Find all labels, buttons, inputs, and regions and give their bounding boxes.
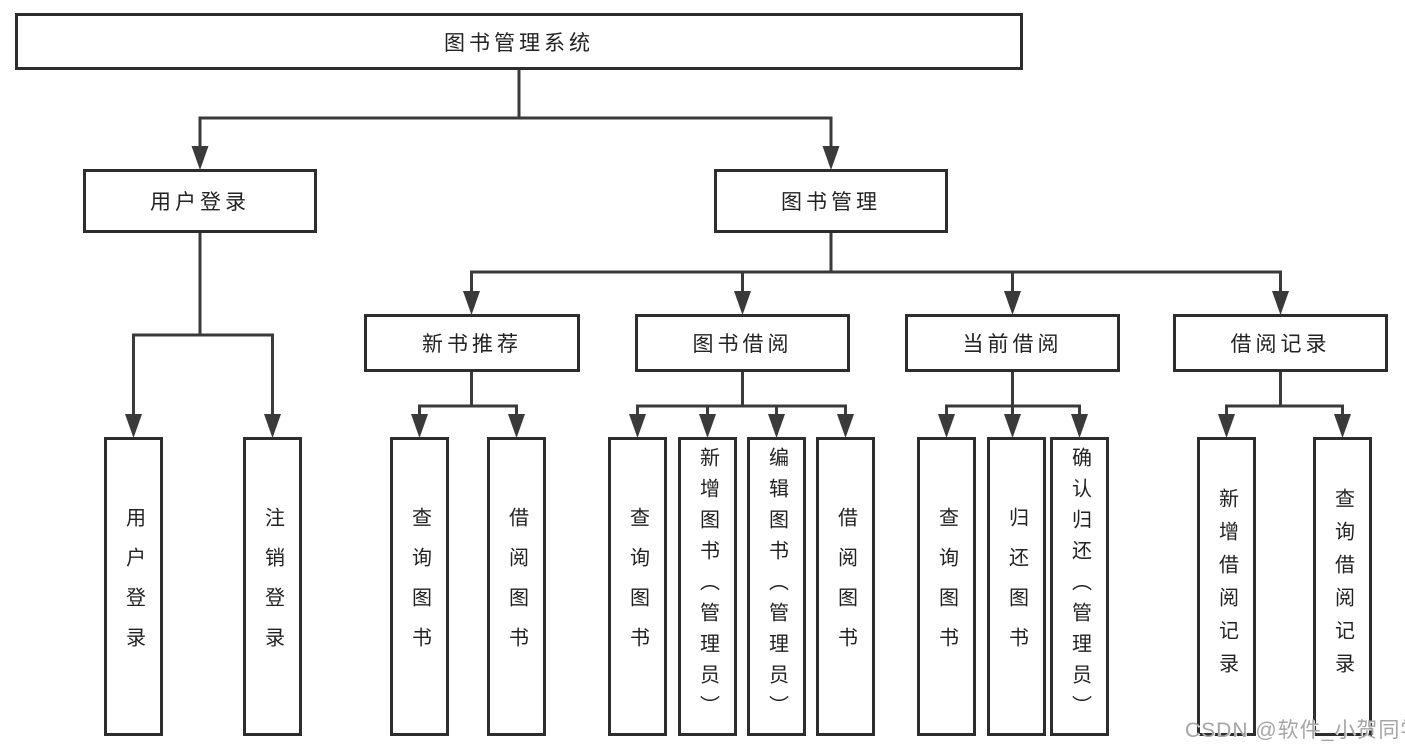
node-label: 新书推荐	[422, 333, 522, 356]
node-leaf-logout: 注销登录	[243, 437, 302, 736]
node-label: 查询图书	[408, 506, 431, 667]
node-label: 图书管理系统	[444, 31, 594, 55]
node-label: 归还图书	[1005, 506, 1028, 667]
node-label: 查询图书	[935, 506, 958, 667]
watermark: CSDN @软件_小贺同学	[1185, 719, 1405, 742]
node-label: 新增借阅记录	[1215, 487, 1238, 686]
node-leaf-confirm-return-admin: 确认归还（管理员）	[1050, 437, 1109, 736]
node-label: 注销登录	[261, 506, 284, 667]
node-label: 当前借阅	[962, 333, 1063, 356]
node-label: 借阅记录	[1230, 333, 1331, 356]
node-label: 借阅图书	[505, 506, 528, 667]
node-label: 用户登录	[122, 506, 145, 667]
node-label: 图书管理	[781, 191, 881, 214]
node-label: 查询借阅记录	[1331, 487, 1354, 686]
node-book-borrowing: 图书借阅	[635, 314, 850, 372]
node-user-login: 用户登录	[83, 169, 317, 233]
node-label: 新增图书（管理员）	[696, 447, 719, 726]
node-label: 用户登录	[150, 191, 250, 214]
node-leaf-add-borrow-record: 新增借阅记录	[1197, 437, 1256, 736]
node-label: 确认归还（管理员）	[1068, 447, 1091, 726]
node-leaf-borrow-books-borrowing: 借阅图书	[816, 437, 875, 736]
node-book-management: 图书管理	[714, 169, 948, 233]
node-leaf-query-books-recommend: 查询图书	[390, 437, 449, 736]
node-new-book-recommendation: 新书推荐	[364, 314, 580, 372]
node-current-borrowing: 当前借阅	[905, 314, 1120, 372]
node-leaf-query-books-borrowing: 查询图书	[608, 437, 667, 736]
node-leaf-add-books-admin: 新增图书（管理员）	[678, 437, 737, 736]
node-label: 查询图书	[626, 506, 649, 667]
node-leaf-query-books-current: 查询图书	[917, 437, 976, 736]
node-leaf-query-borrow-record: 查询借阅记录	[1313, 437, 1372, 736]
node-library-management-system: 图书管理系统	[15, 13, 1023, 70]
node-leaf-return-books: 归还图书	[987, 437, 1046, 736]
node-leaf-borrow-books-recommend: 借阅图书	[487, 437, 546, 736]
node-label: 借阅图书	[834, 506, 857, 667]
node-label: 编辑图书（管理员）	[765, 447, 788, 726]
node-leaf-user-login: 用户登录	[104, 437, 163, 736]
node-label: 图书借阅	[692, 333, 793, 356]
node-borrowing-records: 借阅记录	[1173, 314, 1388, 372]
arrowheads	[125, 146, 1351, 438]
node-leaf-edit-books-admin: 编辑图书（管理员）	[747, 437, 806, 736]
